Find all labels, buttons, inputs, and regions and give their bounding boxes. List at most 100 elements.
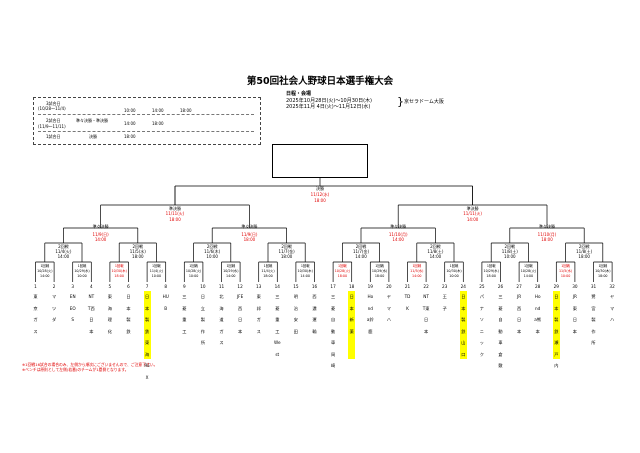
team-number: 6 <box>127 284 130 289</box>
round1-label: 1回戦 <box>449 264 459 268</box>
team-name: 日本製鉄 <box>126 294 131 334</box>
team-number: 22 <box>423 284 429 289</box>
venue-brace: } <box>397 95 404 108</box>
quarter-time: 18:00 <box>541 237 553 242</box>
round2-time: 14:00 <box>57 254 70 259</box>
venue-stadium: 京セラドーム大阪 <box>404 99 444 105</box>
round2-date: 11/8(土) <box>427 249 444 254</box>
schedule-divider <box>38 114 254 115</box>
round2-time: 10:00 <box>504 254 516 259</box>
round1-date: 11/4(火) <box>261 269 275 273</box>
round2-time: 18:00 <box>132 254 144 259</box>
round1-label: 1回戦 <box>189 264 198 268</box>
round2-label: 2回戦 <box>430 244 441 249</box>
team-number: 30 <box>572 284 578 289</box>
round1-date: 11/4(火) <box>149 269 164 273</box>
schedule-time: 10:00 <box>124 108 136 113</box>
team-number: 13 <box>256 284 262 289</box>
round1-date: 10/30(木) <box>297 269 313 273</box>
round1-time: 10:00 <box>151 274 162 278</box>
round2-time: 18:00 <box>578 254 590 259</box>
team-number: 5 <box>108 284 112 289</box>
team-number: 2 <box>52 284 56 289</box>
champion-box <box>272 144 368 178</box>
team-name: 三菱重工West <box>274 294 281 357</box>
quarter-date: 11/10(月) <box>537 232 557 237</box>
venue-date-2: 2025年11月 4日(火)～11月12日(水) <box>286 104 371 110</box>
round2-date: 11/6(木) <box>204 249 221 254</box>
team-number: 7 <box>145 284 149 289</box>
round1-label: 1回戦 <box>300 264 310 268</box>
semifinal-label: 準決勝 <box>169 206 181 211</box>
round1-time: 18:00 <box>114 274 124 278</box>
schedule-round-3: 1試合日 <box>46 134 61 139</box>
team-name: 明治安田 <box>293 294 298 334</box>
team-name: マツダ <box>51 294 57 322</box>
round1-date: 10/29(水) <box>371 269 388 273</box>
team-number: 17 <box>330 284 336 289</box>
team-name: ヤマハ <box>386 294 391 322</box>
round2-time: 10:00 <box>206 254 218 259</box>
schedule-sub-2: 準々決勝・準決勝 <box>76 118 108 123</box>
schedule-time: 18:00 <box>180 108 192 113</box>
team-name: 東邦ガス <box>256 294 261 334</box>
quarter-time: 18:00 <box>243 237 256 242</box>
schedule-time: 14:00 <box>124 121 136 126</box>
round1-time: 18:00 <box>598 274 608 278</box>
round2-time: 18:00 <box>280 254 293 259</box>
round1-date: 11/5(水) <box>410 269 424 273</box>
venue-info: 日程・会場 2025年10月28日(火)～10月30日(木) 2025年11月 … <box>286 91 372 111</box>
semifinal-label: 準決勝 <box>466 206 479 211</box>
schedule-dates-1: (10/28～11/4) <box>38 106 66 111</box>
final-date: 11/12(水) <box>310 192 330 197</box>
venue-date-1: 2025年10月28日(火)～10月30日(木) <box>286 97 372 104</box>
round1-label: 1回戦 <box>263 264 273 268</box>
round1-time: 14:00 <box>300 274 310 278</box>
round1-label: 1回戦 <box>40 264 50 268</box>
round1-date: 10/28(火) <box>185 269 202 273</box>
team-name: 日本製鉄東海REX <box>143 291 151 380</box>
round1-time: 10:00 <box>560 274 571 278</box>
team-number: 27 <box>516 284 522 289</box>
round2-date: 11/8(土) <box>501 249 518 254</box>
team-name: 北海道ガス <box>219 294 224 345</box>
team-name: HUB <box>162 294 169 311</box>
team-number: 28 <box>535 284 541 289</box>
team-number: 31 <box>590 284 597 289</box>
round2-date: 11/4(火) <box>55 249 72 254</box>
note-1: ※1回戦16試合の場合のみ、左側から順次にございませんので、ご注意下さい。 <box>22 362 158 367</box>
round1-time: 14:00 <box>40 274 50 278</box>
round1-date: 11/5(水) <box>558 269 573 273</box>
team-number: 15 <box>293 284 299 289</box>
round1-label: 1回戦 <box>524 264 533 268</box>
schedule-divider <box>38 131 254 132</box>
team-name: JR西日本 <box>516 294 522 334</box>
round1-date: 10/30(木) <box>111 269 127 273</box>
round1-label: 1回戦 <box>412 264 422 268</box>
team-number: 29 <box>553 284 559 289</box>
round1-date: 10/29(水) <box>223 269 239 273</box>
round1-time: 18:00 <box>486 274 496 278</box>
round1-date: 10/30(木) <box>595 269 611 273</box>
round2-date: 11/5(水) <box>129 249 146 254</box>
round1-label: 1回戦 <box>226 264 236 268</box>
final-time: 18:00 <box>314 198 326 203</box>
team-number: 21 <box>404 284 411 289</box>
page-title: 第50回社会人野球日本選手権大会 <box>246 76 394 87</box>
round1-date: 10/30(木) <box>446 269 462 273</box>
team-name: TDK <box>404 294 411 311</box>
round1-time: 10:00 <box>77 274 87 278</box>
round1-label: 1回戦 <box>152 264 161 268</box>
round1-date: 10/28(火) <box>37 269 53 273</box>
schedule-round-1: 3試合日 <box>46 101 61 106</box>
team-number: 10 <box>200 284 206 289</box>
team-number: 26 <box>497 284 504 289</box>
round1-label: 1回戦 <box>375 264 384 268</box>
team-number: 25 <box>479 284 485 289</box>
round1-time: 14:00 <box>412 274 422 278</box>
notes: ※1回戦16試合の場合のみ、左側から順次にございませんので、ご注意下さい。 ※ベ… <box>22 362 157 372</box>
round2-label: 2回戦 <box>355 244 367 249</box>
quarter-date: 11/10(月) <box>388 232 408 237</box>
round2-label: 2回戦 <box>206 244 218 249</box>
team-name: ヤマハ <box>609 294 615 322</box>
